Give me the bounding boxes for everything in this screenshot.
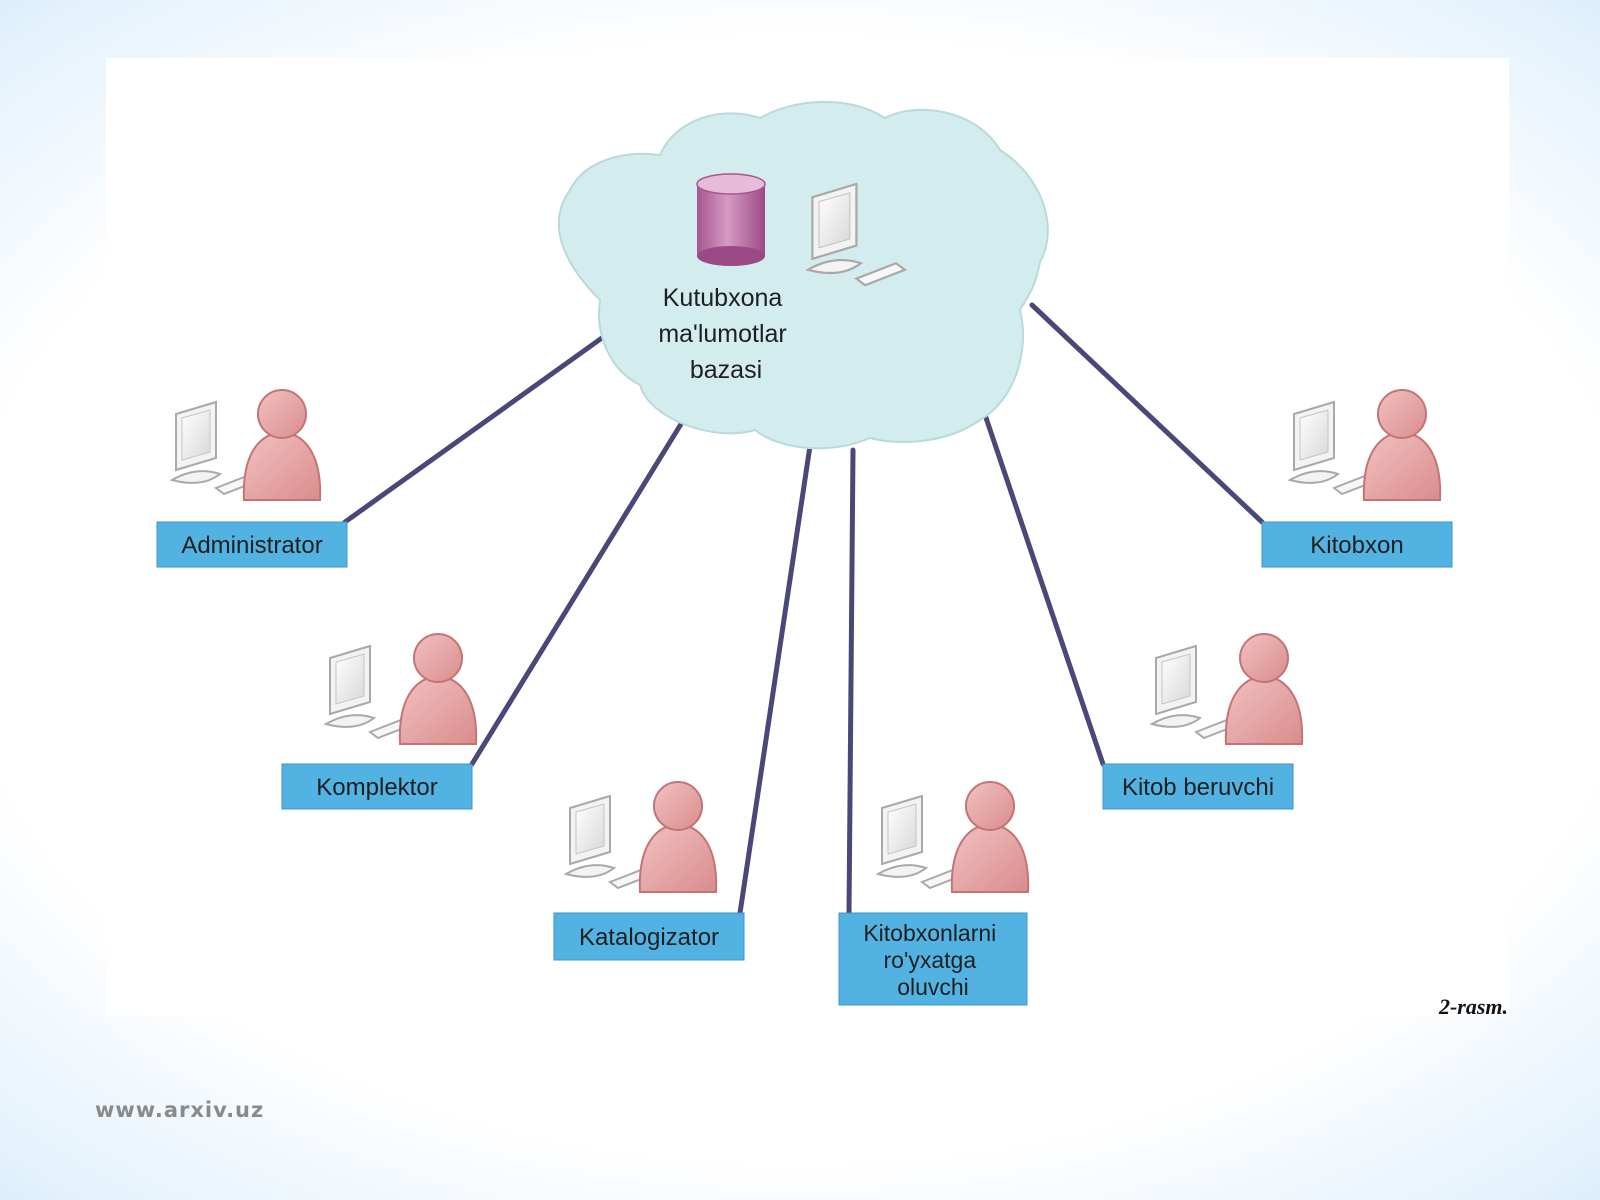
role-kitob-beruvchi: Kitob beruvchi bbox=[1102, 633, 1304, 810]
connector-administrator bbox=[342, 322, 623, 525]
role-label-box bbox=[553, 912, 745, 961]
connector-komplektor bbox=[469, 395, 700, 767]
role-label-katalogizator: Katalogizator bbox=[579, 924, 719, 951]
role-label-kitob-beruvchi: Kitob beruvchi bbox=[1122, 774, 1274, 801]
role-label-registrar: Kitobxonlarni ro'yxatga oluvchi bbox=[863, 920, 1002, 1000]
role-kitobxon: Kitobxon bbox=[1261, 389, 1453, 568]
role-label-box bbox=[281, 763, 473, 810]
footer-website-url: www.arxiv.uz bbox=[95, 1098, 265, 1122]
connector-kitobxon bbox=[1029, 302, 1265, 525]
role-label-komplektor: Komplektor bbox=[316, 774, 437, 801]
connector-katalogizator bbox=[737, 443, 813, 916]
database-cloud bbox=[557, 100, 1049, 450]
role-label-box bbox=[838, 912, 1028, 1006]
database-label-line: Kutubxona bbox=[663, 284, 783, 312]
database-label-line: ma'lumotlar bbox=[658, 320, 786, 348]
database-cylinder-icon bbox=[696, 173, 766, 266]
role-komplektor: Komplektor bbox=[281, 633, 478, 810]
figure-caption: 2-rasm. bbox=[1438, 994, 1508, 1019]
database-label-line: bazasi bbox=[690, 356, 762, 384]
role-label-box bbox=[1102, 763, 1294, 810]
role-label-box bbox=[156, 521, 348, 568]
role-katalogizator: Katalogizator bbox=[553, 781, 745, 961]
connector-lines bbox=[342, 302, 1265, 916]
connector-kitob-beruvchi bbox=[977, 397, 1106, 767]
role-administrator: Administrator bbox=[156, 389, 348, 568]
connector-registrar bbox=[846, 447, 856, 916]
role-label-administrator: Administrator bbox=[181, 532, 322, 559]
role-label-kitobxon: Kitobxon bbox=[1310, 532, 1403, 559]
role-registrar: Kitobxonlarni ro'yxatga oluvchi bbox=[838, 781, 1030, 1006]
database-label: Kutubxona ma'lumotlar bazasi bbox=[658, 284, 793, 384]
role-label-box bbox=[1261, 521, 1453, 568]
